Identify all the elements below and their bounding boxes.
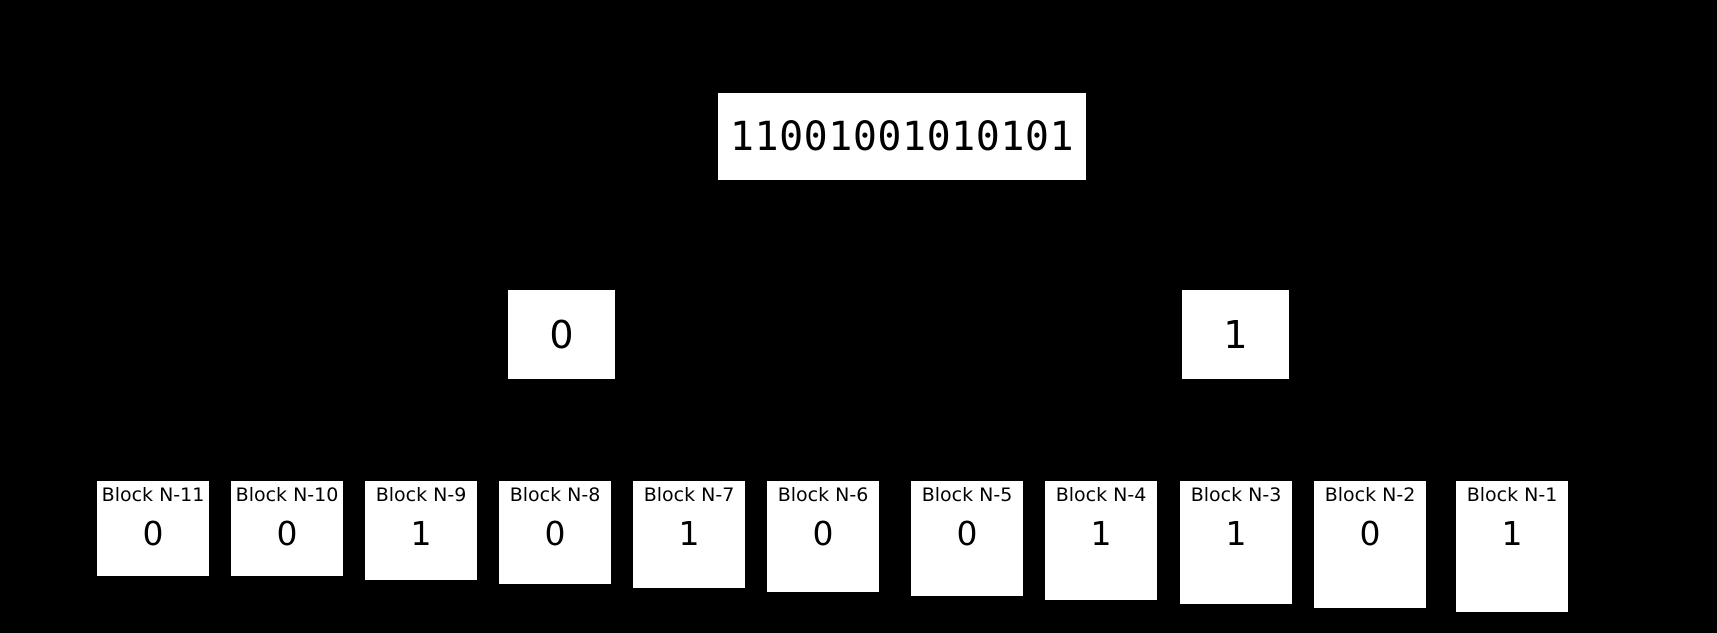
- leaf-block-value: 1: [1090, 513, 1112, 553]
- leaf-block-label: Block N-7: [643, 484, 735, 506]
- leaf-block-value: 0: [812, 513, 834, 553]
- root-node-value: 11001001010101: [729, 113, 1075, 160]
- leaf-block-label: Block N-3: [1190, 484, 1282, 506]
- leaf-block-value: 0: [142, 513, 164, 553]
- leaf-block-value: 1: [1225, 513, 1247, 553]
- leaf-block-value: 0: [276, 513, 298, 553]
- leaf-block-value: 0: [544, 513, 566, 553]
- leaf-block-label: Block N-4: [1055, 484, 1147, 506]
- leaf-block-label: Block N-10: [235, 484, 339, 506]
- leaf-block[interactable]: Block N-4 1: [1045, 481, 1157, 600]
- mid-node-right-value: 1: [1223, 312, 1248, 357]
- leaf-block-value: 0: [1359, 513, 1381, 553]
- mid-node-right[interactable]: 1: [1182, 290, 1289, 379]
- leaf-block[interactable]: Block N-5 0: [911, 481, 1023, 596]
- leaf-block-value: 1: [410, 513, 432, 553]
- leaf-block-label: Block N-8: [509, 484, 601, 506]
- leaf-block-label: Block N-2: [1324, 484, 1416, 506]
- leaf-block-label: Block N-9: [375, 484, 467, 506]
- leaf-block[interactable]: Block N-2 0: [1314, 481, 1426, 608]
- leaf-block-value: 0: [956, 513, 978, 553]
- leaf-block-value: 1: [678, 513, 700, 553]
- leaf-block-label: Block N-1: [1466, 484, 1558, 506]
- leaf-block[interactable]: Block N-3 1: [1180, 481, 1292, 604]
- root-node[interactable]: 11001001010101: [718, 93, 1086, 180]
- leaf-block[interactable]: Block N-11 0: [97, 481, 209, 576]
- leaf-block[interactable]: Block N-8 0: [499, 481, 611, 584]
- leaf-block-value: 1: [1501, 513, 1523, 553]
- mid-node-left[interactable]: 0: [508, 290, 615, 379]
- leaf-block[interactable]: Block N-10 0: [231, 481, 343, 576]
- leaf-block[interactable]: Block N-6 0: [767, 481, 879, 592]
- leaf-block-label: Block N-6: [777, 484, 869, 506]
- leaf-block-label: Block N-5: [921, 484, 1013, 506]
- leaf-block[interactable]: Block N-9 1: [365, 481, 477, 580]
- leaf-block-label: Block N-11: [101, 484, 205, 506]
- leaf-block[interactable]: Block N-1 1: [1456, 481, 1568, 612]
- leaf-block[interactable]: Block N-7 1: [633, 481, 745, 588]
- mid-node-left-value: 0: [549, 312, 574, 357]
